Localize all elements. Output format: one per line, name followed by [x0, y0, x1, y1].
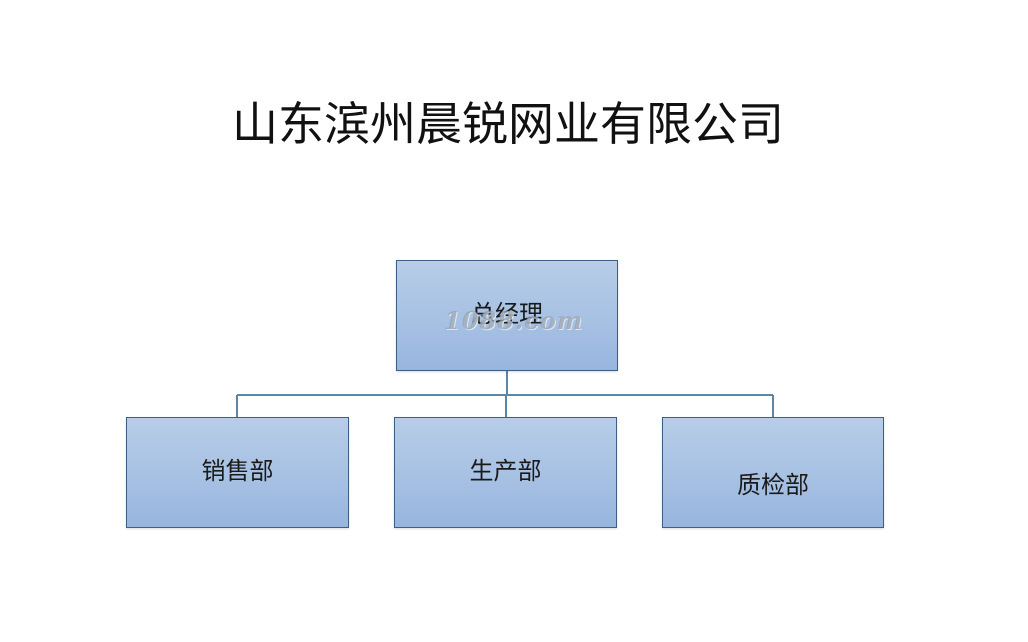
org-node-label: 总经理 — [471, 300, 543, 328]
org-node-label: 生产部 — [469, 457, 542, 485]
org-node-production[interactable]: 生产部 — [394, 417, 617, 528]
org-node-general-manager[interactable]: 总经理 — [396, 260, 618, 371]
page-title: 山东滨州晨锐网业有限公司 — [232, 97, 784, 151]
org-node-quality-inspection[interactable]: 质检部 — [662, 417, 884, 528]
org-node-label: 销售部 — [201, 457, 274, 485]
org-node-label: 质检部 — [737, 471, 809, 499]
org-node-sales[interactable]: 销售部 — [126, 417, 349, 528]
